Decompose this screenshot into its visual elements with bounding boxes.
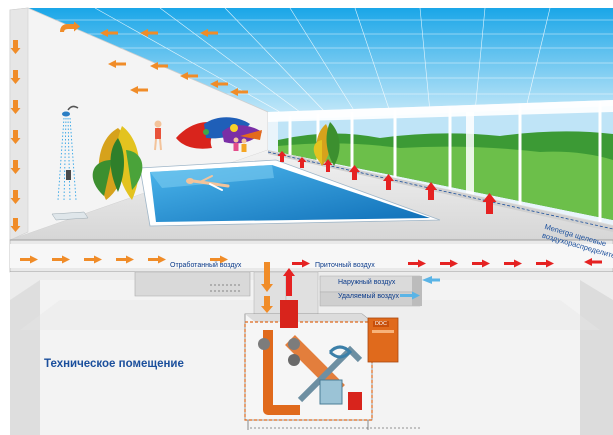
removed-air-label: Удаляемый воздух — [338, 293, 399, 300]
ddc-controller-label: DDC — [373, 321, 389, 327]
window-wall — [268, 100, 613, 225]
technical-room-label: Техническое помещение — [44, 358, 184, 370]
supply-air-label: Приточный воздух — [315, 262, 375, 269]
shower-icon — [51, 105, 89, 221]
fish-mural-icon — [176, 117, 262, 149]
people-icon — [154, 120, 247, 152]
supply-air-arrows — [277, 151, 602, 296]
outdoor-air-label: Наружный воздух — [338, 279, 396, 286]
exhaust-air-arrows — [10, 21, 273, 313]
floor-slab — [9, 239, 613, 273]
plant-icon — [92, 126, 143, 200]
outdoor-air-arrow — [400, 276, 440, 300]
air-handling-unit — [244, 300, 399, 430]
swimmer-icon — [186, 175, 230, 191]
ceiling — [28, 7, 613, 113]
pipe-lines — [210, 284, 420, 429]
exhaust-air-label: Отработанный воздух — [170, 262, 242, 269]
plant-icon — [313, 122, 340, 166]
